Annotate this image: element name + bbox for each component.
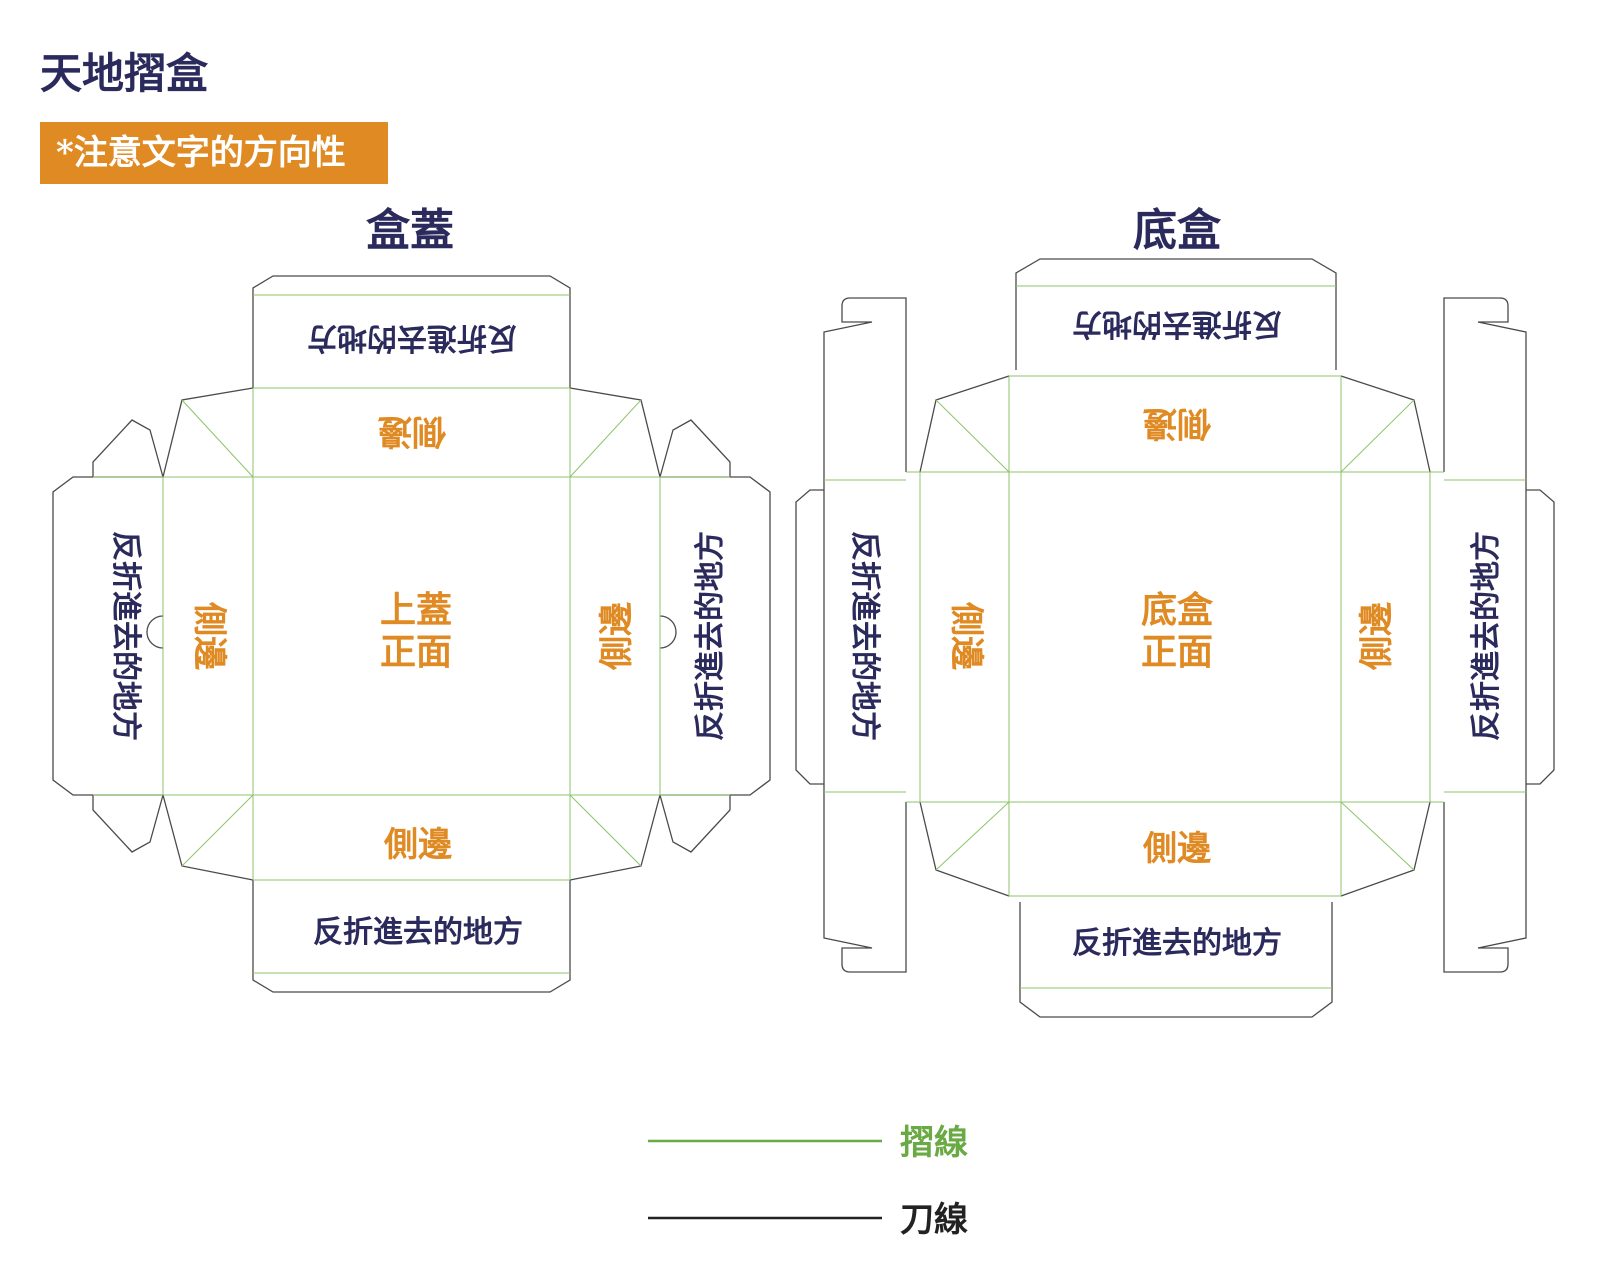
lid-dieline: 盒蓋 <box>52 205 771 993</box>
base-right-tuck-label: 反折進去的地方 <box>1469 531 1504 741</box>
legend-fold-label: 摺線 <box>900 1123 968 1163</box>
lid-face-line1: 上蓋 <box>380 589 452 631</box>
base-top-tuck-label: 反折進去的地方 <box>1072 306 1282 341</box>
lid-heading: 盒蓋 <box>366 205 454 256</box>
base-heading: 底盒 <box>1133 205 1222 256</box>
base-left-side-label: 側邊 <box>946 601 986 671</box>
lid-right-side-label: 側邊 <box>597 601 637 671</box>
base-bottom-side-label: 側邊 <box>1142 829 1212 869</box>
lid-bottom-tuck-label: 反折進去的地方 <box>313 915 523 950</box>
lid-top-tuck-label: 反折進去的地方 <box>307 320 517 355</box>
legend: 摺線 刀線 <box>648 1123 968 1240</box>
lid-left-tuck-label: 反折進去的地方 <box>108 531 143 741</box>
base-bottom-tuck-label: 反折進去的地方 <box>1072 926 1282 961</box>
lid-bottom-side-label: 側邊 <box>383 825 453 865</box>
lid-top-side-label: 側邊 <box>377 411 447 451</box>
lid-fold-lines <box>93 294 730 974</box>
legend-cut-label: 刀線 <box>900 1200 968 1240</box>
lid-right-tuck-label: 反折進去的地方 <box>693 531 728 741</box>
page-title: 天地摺盒 <box>40 49 209 98</box>
base-face-line2: 正面 <box>1141 631 1213 673</box>
base-right-side-label: 側邊 <box>1357 601 1397 671</box>
base-cut-lines <box>795 258 1555 1018</box>
direction-note-badge: *注意文字的方向性 <box>40 122 388 184</box>
base-top-side-label: 側邊 <box>1142 403 1212 443</box>
base-left-tuck-label: 反折進去的地方 <box>847 531 882 741</box>
lid-left-side-label: 側邊 <box>189 601 229 671</box>
base-face-line1: 底盒 <box>1141 589 1214 631</box>
lid-face-line2: 正面 <box>380 631 452 673</box>
base-dieline: 底盒 <box>795 205 1555 1018</box>
base-fold-lines <box>824 285 1526 989</box>
